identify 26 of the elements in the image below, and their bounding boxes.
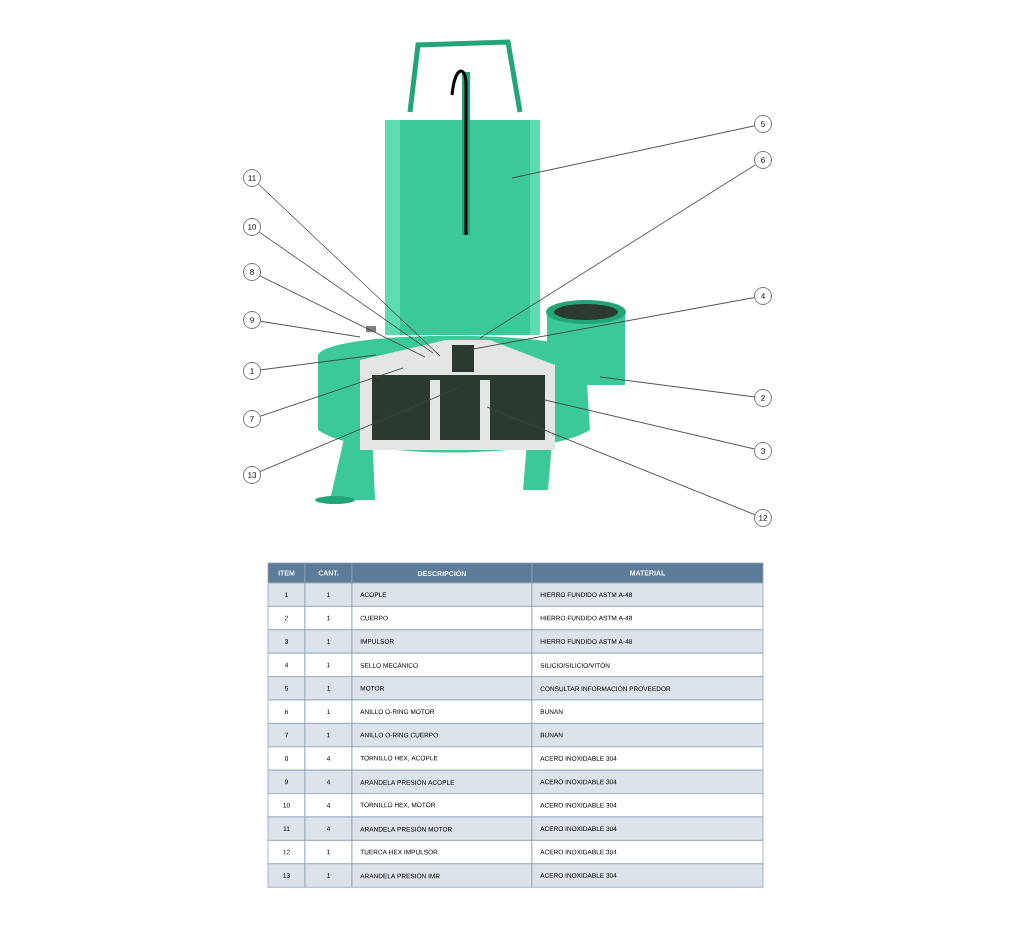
callout-number: 10 bbox=[243, 218, 261, 236]
leader-line bbox=[260, 354, 377, 371]
callout-number: 2 bbox=[754, 389, 772, 407]
callout-number: 11 bbox=[243, 169, 261, 187]
callout-number: 5 bbox=[754, 115, 772, 133]
callout-number: 8 bbox=[243, 263, 261, 281]
callout-number: 7 bbox=[243, 410, 261, 428]
callout-number: 1 bbox=[243, 362, 261, 380]
callout-number: 13 bbox=[243, 466, 261, 484]
callout-number: 3 bbox=[754, 442, 772, 460]
leader-line bbox=[544, 399, 755, 450]
leader-line bbox=[258, 231, 434, 354]
callout-number: 9 bbox=[243, 311, 261, 329]
leader-line bbox=[467, 297, 755, 351]
leader-line bbox=[259, 275, 426, 358]
callout-number: 12 bbox=[754, 509, 772, 527]
leader-line bbox=[479, 164, 756, 339]
leader-line bbox=[599, 376, 755, 398]
leader-line bbox=[511, 125, 755, 179]
leader-line bbox=[486, 406, 756, 516]
callout-number: 4 bbox=[754, 287, 772, 305]
leader-line bbox=[260, 367, 404, 417]
leader-line bbox=[259, 386, 461, 472]
leader-line bbox=[260, 320, 361, 338]
leader-line bbox=[258, 183, 441, 357]
callout-number: 6 bbox=[754, 151, 772, 169]
